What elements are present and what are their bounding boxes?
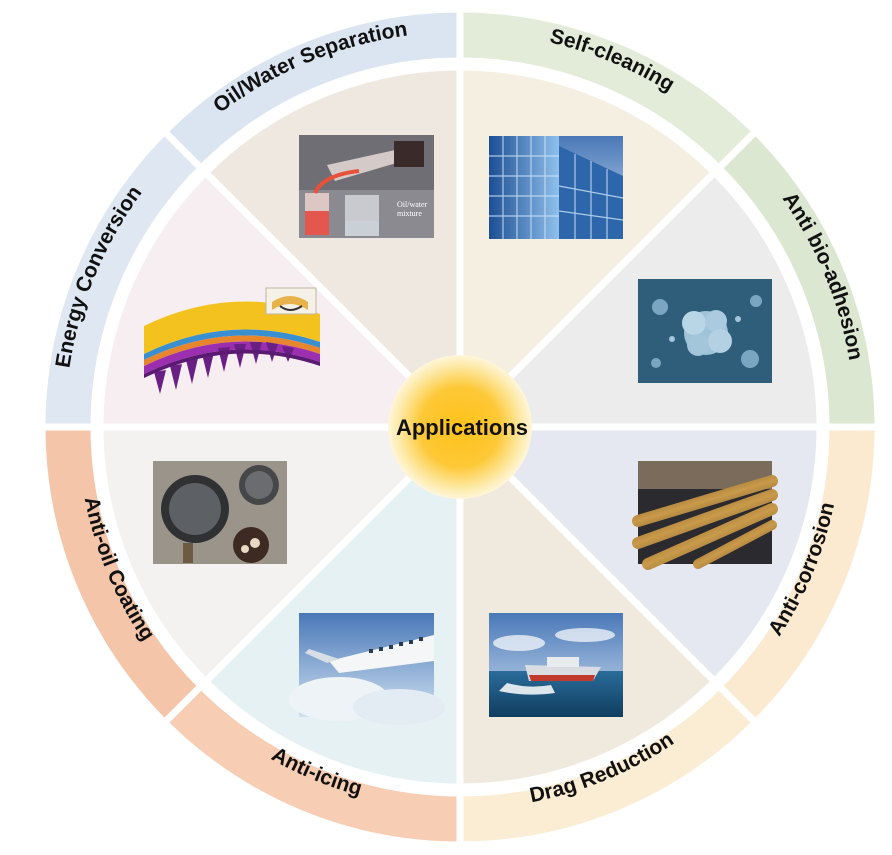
anti-icing-photo (289, 613, 445, 725)
self-cleaning-photo (489, 136, 624, 239)
anti-corrosion-photo (632, 461, 778, 570)
oil-water-separation-ring-band (159, 5, 464, 174)
center-label: Applications (396, 415, 528, 440)
drag-reduction-photo (489, 613, 623, 717)
anti-oil-coating-photo (153, 461, 287, 564)
energy-conversion-illustration (144, 287, 320, 394)
anti-bio-adhesion-photo (638, 279, 772, 383)
center-hub (388, 355, 532, 499)
